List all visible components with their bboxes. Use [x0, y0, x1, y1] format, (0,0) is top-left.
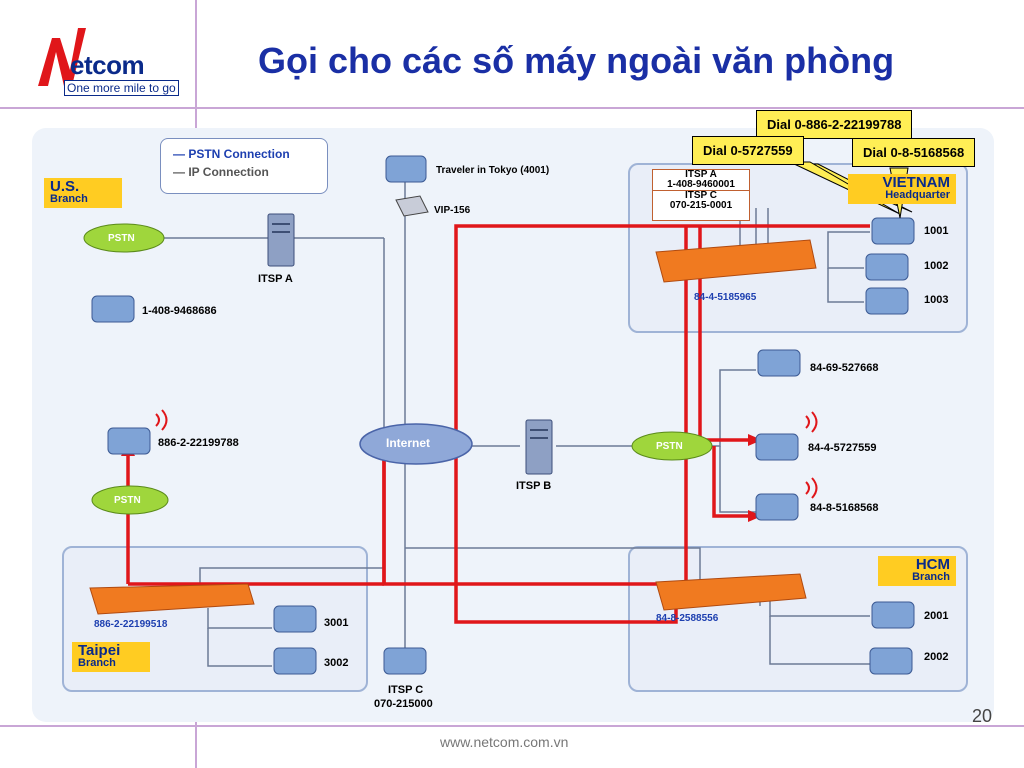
ext-2001: 2001	[924, 610, 949, 622]
branch-tag-taipei: Taipei Branch	[72, 642, 150, 672]
ext-2002: 2002	[924, 651, 949, 663]
itsp-c-label: ITSP C	[388, 684, 424, 696]
page-title: Gọi cho các số máy ngoài văn phòng	[258, 40, 895, 81]
footer-url: www.netcom.com.vn	[440, 734, 569, 750]
callout-dial-taipei: Dial 0-886-2-22199788	[756, 110, 913, 139]
legend-ip: IP Connection	[188, 165, 269, 179]
internet-label: Internet	[386, 436, 431, 450]
legend-pstn: PSTN Connection	[188, 147, 290, 161]
phone-tw-mobile: 886-2-22199788	[158, 437, 239, 449]
legend: — PSTN Connection — IP Connection	[160, 138, 328, 194]
branch-hcm-name: HCM	[915, 556, 950, 573]
branch-vietnam-name: VIETNAM	[882, 174, 951, 191]
itsp-box-a: ITSP A	[685, 169, 717, 180]
call-path-lines	[126, 224, 870, 624]
itsp-a-label: ITSP A	[258, 273, 293, 285]
branch-tag-us: U.S. Branch	[44, 178, 122, 208]
branch-taipei-name: Taipei	[78, 642, 121, 659]
branch-us-sub: Branch	[50, 193, 88, 205]
branch-tag-hcm: HCM Branch	[878, 556, 956, 586]
callout-dial-5168568: Dial 0-8-5168568	[852, 138, 976, 167]
branch-vietnam-sub: Headquarter	[885, 189, 950, 201]
phone-84-4-5727559: 84-4-5727559	[808, 442, 877, 454]
callout-dial-5727559: Dial 0-5727559	[692, 136, 804, 165]
phone-us-number: 1-408-9468686	[142, 305, 217, 317]
phone-84-69-527668: 84-69-527668	[810, 362, 879, 374]
pstn-label-taipei: PSTN	[114, 495, 141, 506]
logo-tagline: One more mile to go	[64, 80, 179, 96]
ip-label-taipei: 886-2-22199518	[94, 619, 168, 630]
itsp-b-label: ITSP B	[516, 480, 552, 492]
page-number: 20	[972, 706, 993, 726]
ext-3001: 3001	[324, 617, 349, 629]
branch-taipei-sub: Branch	[78, 657, 116, 669]
pstn-label-vn: PSTN	[656, 441, 683, 452]
ext-1003: 1003	[924, 294, 949, 306]
ext-1001: 1001	[924, 225, 949, 237]
itsp-box-c: ITSP C	[653, 190, 749, 201]
logo-text: etcom	[70, 50, 145, 80]
branch-us-name: U.S.	[50, 178, 80, 195]
itsp-box-c-num: 070-215-0001	[669, 200, 733, 211]
pstn-label-us: PSTN	[108, 233, 135, 244]
traveler-label: Traveler in Tokyo (4001)	[436, 165, 550, 176]
ext-3002: 3002	[324, 657, 349, 669]
itsp-trunk-box: ITSP A 1-408-9460001 ITSP C 070-215-0001	[652, 169, 750, 221]
branch-hcm-sub: Branch	[912, 571, 950, 583]
itsp-c-number: 070-215000	[374, 698, 433, 710]
ext-1002: 1002	[924, 260, 949, 272]
ip-label-hcm: 84-8-2588556	[656, 613, 719, 624]
phone-84-8-5168568: 84-8-5168568	[810, 502, 879, 514]
itsp-box-a-num: 1-408-9460001	[667, 179, 735, 190]
branch-tag-vietnam: VIETNAM Headquarter	[848, 174, 956, 204]
ip-label-hq: 84-4-5185965	[694, 292, 757, 303]
vip-label: VIP-156	[434, 205, 471, 216]
